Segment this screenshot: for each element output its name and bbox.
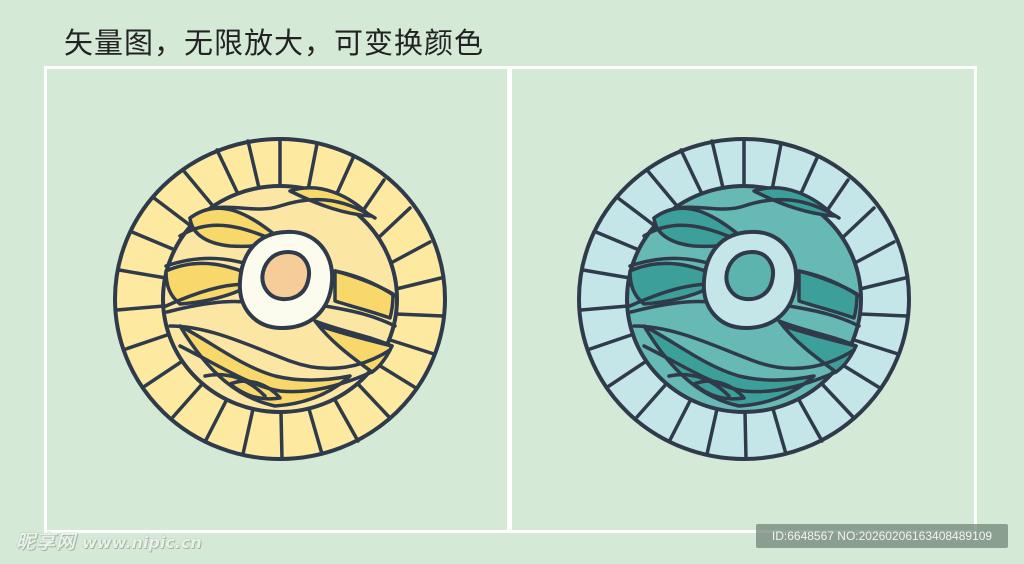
- teal-flower-illustration: [574, 136, 914, 466]
- page-title: 矢量图，无限放大，可变换颜色: [64, 26, 485, 60]
- site-name: 昵享网: [16, 531, 77, 553]
- panel-divider: [507, 66, 512, 533]
- image-id-badge: ID:6648567 NO:20260206163408489109: [756, 524, 1008, 548]
- site-url: www.nipic.cn: [82, 533, 202, 552]
- yellow-flower-illustration: [110, 136, 450, 466]
- flower-icon: [113, 137, 447, 461]
- site-watermark: 昵享网 www.nipic.cn: [16, 527, 202, 554]
- flower-icon: [577, 137, 911, 461]
